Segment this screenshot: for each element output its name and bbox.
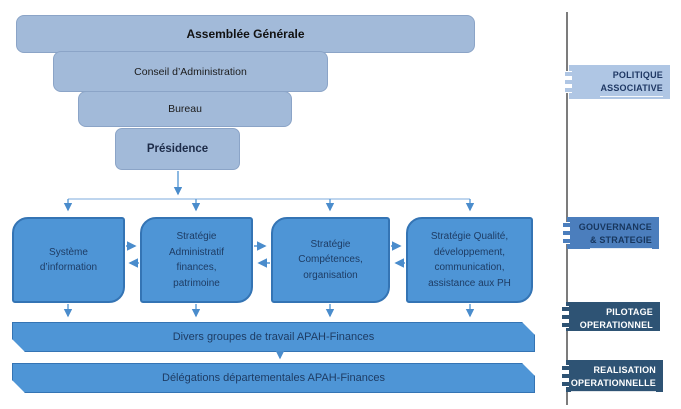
binding-dashes-icon bbox=[562, 305, 569, 328]
binding-dashes-icon bbox=[565, 71, 572, 93]
side-label-line2: & STRATEGIE bbox=[589, 234, 652, 250]
strategy-box-label: Stratégie Qualité, développement, commun… bbox=[428, 231, 511, 289]
strategy-box-label: Stratégie Compétences, organisation bbox=[298, 238, 363, 281]
binding-dashes-icon bbox=[562, 365, 569, 387]
side-label-realisation-operationnelle: REALISATION OPERATIONNELLE bbox=[562, 360, 663, 393]
side-label-line2: OPERATIONNEL bbox=[579, 319, 653, 335]
side-label-line1: REALISATION bbox=[593, 365, 656, 375]
strategy-box-qualite-developpement: Stratégie Qualité, développement, commun… bbox=[406, 217, 533, 303]
funnel-bar-assemblee-generale: Assemblée Générale bbox=[16, 15, 475, 53]
side-label-line2: ASSOCIATIVE bbox=[600, 82, 663, 98]
funnel-bar-label: Assemblée Générale bbox=[186, 27, 305, 41]
funnel-bar-bureau: Bureau bbox=[78, 91, 292, 127]
bar-divers-groupes-travail: Divers groupes de travail APAH-Finances bbox=[12, 322, 535, 352]
bar-label: Divers groupes de travail APAH-Finances bbox=[172, 331, 375, 343]
funnel-bar-presidence: Présidence bbox=[115, 128, 240, 170]
side-label-line1: GOUVERNANCE bbox=[578, 222, 652, 232]
side-label-pilotage-operationnel: PILOTAGE OPERATIONNEL bbox=[562, 302, 660, 335]
funnel-bar-label: Bureau bbox=[168, 103, 202, 115]
side-label-line1: POLITIQUE bbox=[612, 70, 663, 80]
strategy-box-competences-organisation: Stratégie Compétences, organisation bbox=[271, 217, 390, 303]
strategy-box-systeme-information: Système d’information bbox=[12, 217, 125, 303]
bar-delegations-departementales: Délégations départementales APAH-Finance… bbox=[12, 363, 535, 393]
funnel-bar-label: Présidence bbox=[146, 143, 209, 155]
strategy-box-administratif-finances: Stratégie Administratif finances, patrim… bbox=[140, 217, 253, 303]
vertical-separator-line bbox=[566, 12, 568, 405]
strategy-box-label: Stratégie Administratif finances, patrim… bbox=[168, 231, 224, 289]
side-label-line2: OPERATIONNELLE bbox=[570, 377, 656, 393]
side-label-gouvernance-strategie: GOUVERNANCE & STRATEGIE bbox=[563, 217, 659, 250]
strategy-box-label: Système d’information bbox=[39, 246, 98, 274]
side-label-politique-associative: POLITIQUE ASSOCIATIVE bbox=[565, 65, 670, 99]
side-label-line1: PILOTAGE bbox=[606, 307, 653, 317]
funnel-bar-label: Conseil d’Administration bbox=[134, 65, 247, 78]
funnel-bar-conseil-administration: Conseil d’Administration bbox=[53, 51, 328, 92]
bar-label: Délégations départementales APAH-Finance… bbox=[162, 372, 385, 384]
binding-dashes-icon bbox=[563, 222, 570, 244]
